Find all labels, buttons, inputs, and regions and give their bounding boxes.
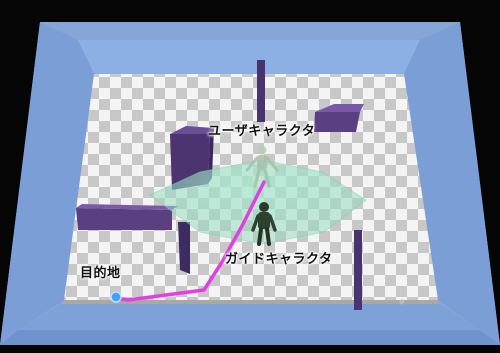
obstacle-pillar-left — [178, 222, 190, 274]
obstacle-block-upper-right — [314, 104, 364, 132]
divider-wall-top — [257, 60, 265, 122]
guide-view-cone — [149, 159, 367, 245]
obstacle-wall-left — [76, 204, 178, 230]
guide-character — [251, 202, 277, 246]
wall-front-inner — [18, 304, 480, 330]
wall-right — [404, 22, 500, 345]
floor-marker — [399, 299, 405, 305]
user-character — [245, 145, 279, 188]
guide-character-label: ガイドキャラクタ — [225, 252, 333, 267]
destination-label: 目的地 — [80, 266, 121, 281]
divider-wall-right — [354, 230, 362, 310]
wall-back — [78, 40, 420, 74]
guide-path — [112, 180, 266, 302]
wall-front — [0, 330, 500, 345]
wall-left — [0, 22, 94, 345]
floor-front-edge — [62, 300, 440, 304]
user-character-label: ユーザキャラクタ — [208, 124, 316, 139]
destination-marker — [110, 291, 122, 303]
